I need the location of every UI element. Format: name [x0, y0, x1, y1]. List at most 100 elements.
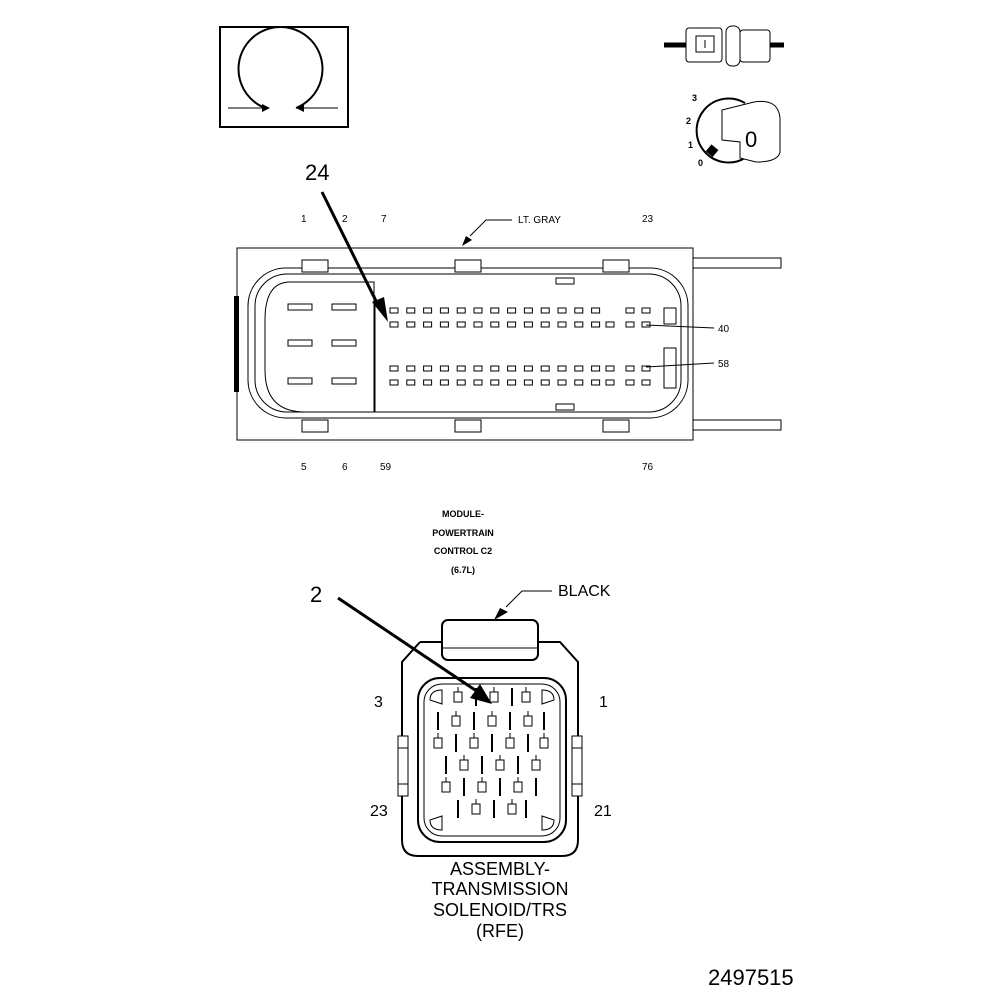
- trs-pin-cavity: [513, 777, 523, 793]
- pcm-pin-array: [389, 307, 651, 386]
- pcm-pin-cavity: [423, 307, 433, 314]
- pcm-pin-cavity: [423, 321, 433, 328]
- pcm-connector: 24 1 2 7 23 LT. GRAY: [234, 160, 782, 575]
- pcm-pin-label-23: 23: [642, 214, 654, 225]
- figure-number: 2497515: [708, 965, 794, 990]
- pcm-pin-cavity: [641, 379, 651, 386]
- pcm-pin-cavity: [406, 365, 416, 372]
- pcm-pin-cavity: [473, 307, 483, 314]
- pcm-pin-label-2: 2: [342, 214, 348, 225]
- pcm-pin-cavity: [625, 365, 635, 372]
- pcm-pin-cavity: [591, 307, 601, 314]
- ignition-position-3: 3: [692, 93, 697, 103]
- pcm-pin-cavity: [605, 321, 615, 328]
- pcm-pin-cavity: [490, 321, 500, 328]
- pcm-name-line-2: POWERTRAIN: [432, 528, 494, 538]
- pcm-pin-cavity: [490, 379, 500, 386]
- trs-pin-cavity: [487, 711, 497, 727]
- pcm-pin-cavity: [456, 365, 466, 372]
- pcm-pin-cavity: [490, 365, 500, 372]
- pcm-pin-cavity: [523, 307, 533, 314]
- trs-name-line-2: TRANSMISSION: [431, 879, 568, 899]
- pcm-pin-cavity: [507, 379, 517, 386]
- pcm-pin-cavity: [557, 365, 567, 372]
- pcm-pin-cavity: [557, 307, 567, 314]
- pcm-name-line-4: (6.7L): [451, 565, 475, 575]
- pcm-pin-label-6: 6: [342, 462, 348, 473]
- pcm-pin-cavity: [507, 365, 517, 372]
- pcm-pin-cavity: [605, 379, 615, 386]
- pcm-pin-cavity: [507, 307, 517, 314]
- pcm-pin-cavity: [523, 321, 533, 328]
- pcm-pin-cavity: [625, 379, 635, 386]
- trs-pin-cavity: [507, 799, 517, 815]
- pcm-pin-label-1: 1: [301, 214, 307, 225]
- pcm-pin-cavity: [406, 307, 416, 314]
- pcm-pin-cavity: [540, 379, 550, 386]
- pcm-name-line-3: CONTROL C2: [434, 546, 492, 556]
- trs-pin-cavity: [459, 755, 469, 771]
- trs-pin-cavity: [523, 711, 533, 727]
- pcm-pin-label-59: 59: [380, 462, 392, 473]
- trs-color-label: BLACK: [558, 583, 611, 600]
- pcm-pin-cavity: [641, 365, 651, 372]
- pcm-pin-cavity: [540, 365, 550, 372]
- trs-pin-cavity: [451, 711, 461, 727]
- trs-pin-cavity: [495, 755, 505, 771]
- pcm-pin-cavity: [540, 321, 550, 328]
- pcm-pin-cavity: [473, 365, 483, 372]
- ignition-position-1: 1: [688, 140, 693, 150]
- trs-connector: 2 BLACK 3 1 23 21 ASSEMBLY- TRANSMISSION…: [310, 582, 612, 941]
- trs-pin-cavity: [539, 733, 549, 749]
- pcm-name-line-1: MODULE-: [442, 509, 484, 519]
- trs-pin-cavity: [471, 799, 481, 815]
- pcm-pin-cavity: [574, 307, 584, 314]
- pcm-pin-cavity: [641, 321, 651, 328]
- pcm-pin-cavity: [574, 379, 584, 386]
- pcm-pin-cavity: [439, 379, 449, 386]
- pcm-pin-cavity: [456, 307, 466, 314]
- pcm-pin-cavity: [456, 379, 466, 386]
- ignition-switch-icon: 3 2 1 0 0: [686, 93, 781, 168]
- trs-pin-cavity: [441, 777, 451, 793]
- trs-pin-cavity: [477, 777, 487, 793]
- trs-callout-arrowhead: [470, 684, 492, 704]
- pcm-color-label: LT. GRAY: [518, 215, 561, 226]
- pcm-pin-cavity: [406, 379, 416, 386]
- pcm-pin-cavity: [523, 365, 533, 372]
- trs-pin-cavity: [531, 755, 541, 771]
- pcm-pin-cavity: [473, 321, 483, 328]
- pcm-pin-cavity: [591, 365, 601, 372]
- trs-callout-number: 2: [310, 582, 322, 607]
- pcm-pin-cavity: [523, 379, 533, 386]
- trs-pin-label-3: 3: [374, 694, 383, 711]
- trs-pin-cavity: [453, 687, 463, 703]
- pcm-pin-cavity: [389, 365, 399, 372]
- pcm-pin-cavity: [641, 307, 651, 314]
- trs-name-line-4: (RFE): [476, 921, 524, 941]
- pcm-pin-label-7: 7: [381, 214, 387, 225]
- ignition-position-2: 2: [686, 116, 691, 126]
- trs-pin-label-21: 21: [594, 803, 612, 820]
- pcm-callout-number: 24: [305, 160, 329, 185]
- pcm-pin-cavity: [456, 321, 466, 328]
- pcm-pin-cavity: [574, 365, 584, 372]
- pcm-pin-cavity: [625, 321, 635, 328]
- pcm-pin-cavity: [473, 379, 483, 386]
- pcm-pin-cavity: [591, 321, 601, 328]
- trs-name-line-1: ASSEMBLY-: [450, 859, 550, 879]
- pcm-pin-label-58: 58: [718, 359, 730, 370]
- trs-pin-cavity: [489, 687, 499, 703]
- disconnected-connector-icon: [664, 25, 784, 67]
- pcm-pin-cavity: [490, 307, 500, 314]
- pcm-pin-cavity: [557, 379, 567, 386]
- pcm-pin-cavity: [574, 321, 584, 328]
- ignition-key-label: 0: [745, 127, 757, 152]
- trs-pin-array: [433, 687, 549, 818]
- pcm-pin-cavity: [605, 365, 615, 372]
- trs-pin-label-23: 23: [370, 803, 388, 820]
- pcm-pin-cavity: [389, 307, 399, 314]
- pcm-pin-cavity: [625, 307, 635, 314]
- pcm-pin-cavity: [540, 307, 550, 314]
